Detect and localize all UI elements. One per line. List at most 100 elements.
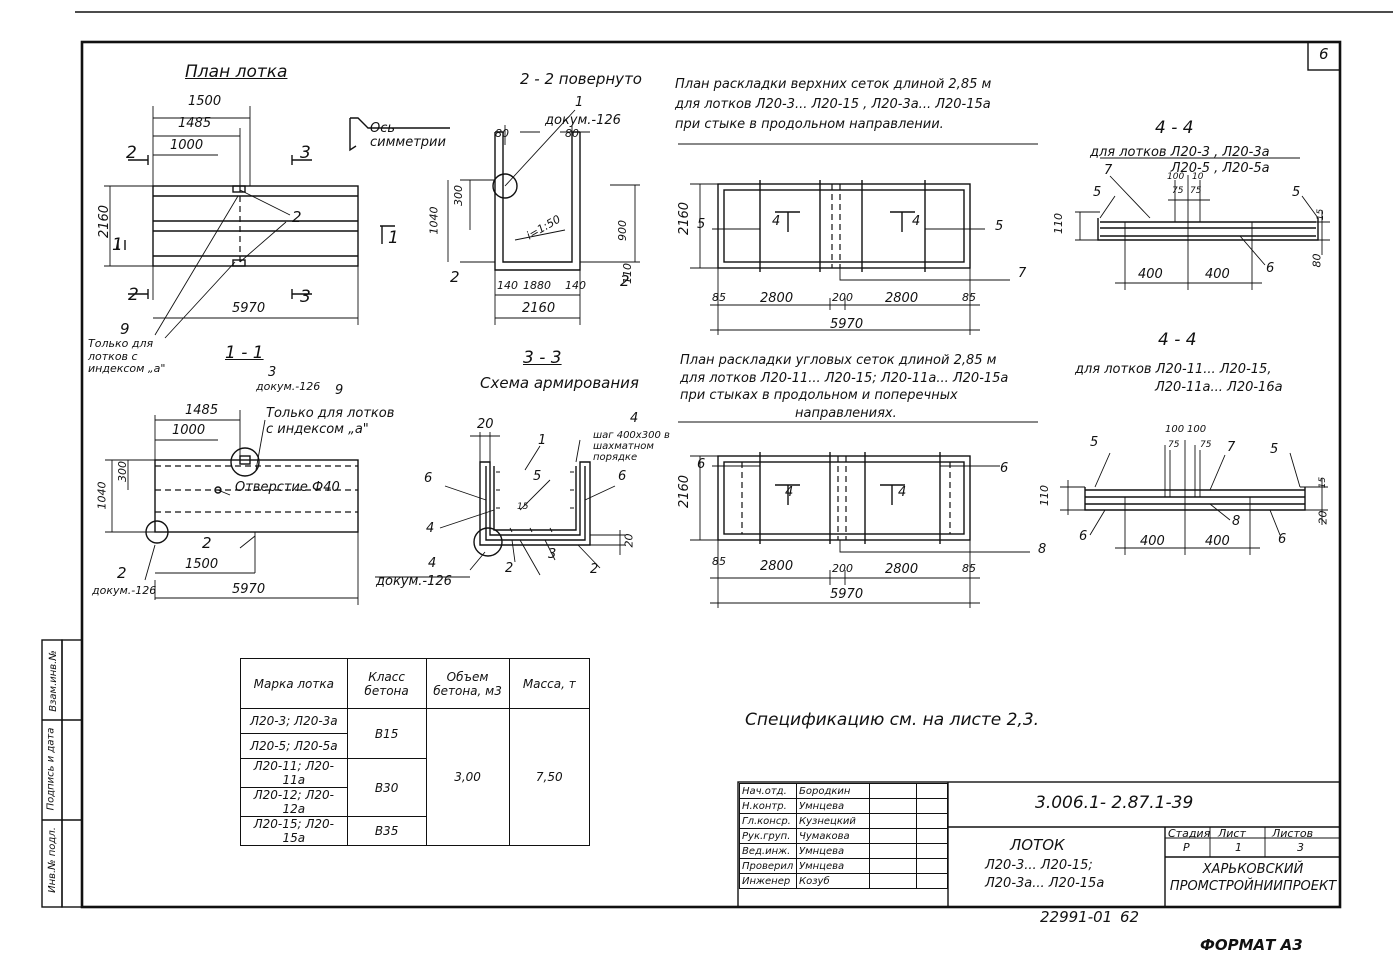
plan-dim-5970: 5970: [232, 301, 266, 316]
upper-mesh-dim-200: 200: [832, 291, 853, 304]
role-2-name: Умнцева: [796, 798, 870, 814]
spec-row-2-mark: Л20-5; Л20-5а: [240, 733, 348, 759]
sheet-value: 1: [1235, 841, 1242, 854]
spec-header-class: Класс бетона: [346, 658, 427, 709]
sheets-header: Листов: [1272, 827, 1314, 840]
role-5-title: Вед.инж.: [739, 843, 797, 859]
upper-mesh-dim-85a: 85: [712, 291, 726, 304]
product-name: ЛОТОК: [1010, 836, 1065, 854]
section-4-4-lower-title: 4 - 4: [1158, 330, 1197, 350]
section-4-4-upper-dim-75a: 75: [1172, 186, 1184, 196]
section-4-4-lower-item-8: 8: [1232, 514, 1241, 529]
section-4-4-upper-dim-400a: 400: [1138, 267, 1163, 282]
spec-header-volume: Объем бетона, м3: [425, 658, 510, 709]
section-3-3-item-3: 3: [548, 547, 557, 562]
spec-row-5-mark: Л20-15; Л20-15а: [240, 816, 348, 846]
section-2-2-dim-140a: 140: [497, 279, 518, 292]
corner-mesh-dim-2800b: 2800: [885, 562, 919, 577]
upper-mesh-plan: [678, 143, 1038, 335]
upper-mesh-title-line-3: при стыке в продольном направлении.: [675, 117, 944, 133]
section-3-3-note: шаг 400х300 в шахматном порядке: [593, 430, 670, 463]
plan-section-1-right: 1: [388, 228, 399, 248]
spec-header-mark: Марка лотка: [240, 658, 348, 709]
section-3-3-doc: докум.-126: [376, 574, 452, 589]
corner-mesh-section-4b: 4: [898, 485, 907, 500]
side-stamp-col-b: [61, 639, 83, 908]
spec-mass: 7,50: [508, 708, 591, 846]
spec-row-3-class: В30: [346, 758, 427, 817]
upper-mesh-dim-85b: 85: [962, 291, 976, 304]
upper-mesh-title: План раскладки верхних сеток длиной 2,85…: [675, 75, 991, 135]
section-4-4-upper-item-5b: 5: [1292, 185, 1301, 200]
plan-section-2-bottom: 2: [128, 285, 139, 305]
section-1-1-item-9: 9: [335, 383, 344, 398]
title-block-lines: [737, 781, 1341, 908]
section-1-1-dim-1000: 1000: [172, 423, 206, 438]
section-3-3-item-6b: 6: [618, 469, 627, 484]
plan-axis-label: Ось симметрии: [370, 121, 446, 151]
corner-mesh-title-line-3: при стыках в продольном и поперечных: [680, 388, 958, 404]
plan-section-3-top: 3: [300, 143, 311, 163]
inventory-page: 62: [1120, 908, 1140, 926]
corner-mesh-title-line-2: для лотков Л20-11... Л20-15; Л20-11а... …: [680, 370, 1009, 386]
section-1-1-note-line-1: Только для лотков: [266, 406, 395, 421]
signatures-table: Нач.отд.Бородкин Н.контр.Умнцева Гл.конс…: [739, 783, 948, 889]
section-4-4-upper-dim-100: 100: [1167, 172, 1185, 182]
role-1-name: Бородкин: [796, 783, 870, 799]
section-2-2-dim-900: 900: [616, 220, 629, 241]
upper-mesh-item-5b: 5: [995, 219, 1004, 234]
section-4-4-upper-dim-110: 110: [1052, 213, 1065, 234]
sheets-value: 3: [1297, 841, 1304, 854]
section-4-4-upper-dim-75b: 75: [1190, 186, 1202, 196]
role-7-title: Инженер: [739, 873, 797, 889]
section-3-3-item-4c: 4: [428, 556, 437, 571]
plan-note-line-1: Только для: [88, 337, 154, 350]
section-4-4-upper-dim-15: 15: [1316, 208, 1327, 221]
plan-dim-2160: 2160: [97, 204, 113, 239]
inventory-number: 22991-01: [1040, 908, 1113, 926]
corner-mesh-item-6b: 6: [1000, 461, 1009, 476]
section-3-3-item-5: 5: [533, 469, 542, 484]
document-code: 3.006.1- 2.87.1-39: [1035, 793, 1194, 813]
plan-section-2-top: 2: [126, 143, 137, 163]
section-2-2-dim-80b: 80: [565, 127, 579, 140]
section-1-1-dim-1485: 1485: [185, 403, 219, 418]
plan-title: План лотка: [185, 62, 288, 82]
section-2-2-title: 2 - 2 повернуто: [520, 70, 642, 88]
spec-row-4-mark: Л20-12; Л20-12а: [240, 787, 348, 817]
section-3-3-subtitle: Схема армирования: [480, 374, 639, 392]
corner-mesh-dim-85b: 85: [962, 562, 976, 575]
section-2-2-dim-1040: 1040: [427, 206, 441, 235]
section-4-4-upper-item-6: 6: [1266, 261, 1275, 276]
corner-mesh-title: План раскладки угловых сеток длиной 2,85…: [680, 352, 1008, 422]
plan-note: Только для лотков с индексом „а": [88, 337, 165, 376]
section-1-1-dim-5970: 5970: [232, 582, 266, 597]
section-4-4-lower-item-6b: 6: [1278, 532, 1287, 547]
role-2-title: Н.контр.: [739, 798, 797, 814]
section-1-1-doc-2: докум.-126: [92, 584, 157, 597]
plan-item-9: 9: [120, 320, 130, 338]
organization-line-1: ХАРЬКОВСКИЙ: [1202, 862, 1304, 877]
plan-section-1-left: 1: [112, 235, 123, 255]
sheet-header: Лист: [1218, 827, 1246, 840]
plan-dim-1485: 1485: [178, 116, 212, 131]
upper-mesh-dim-2800b: 2800: [885, 291, 919, 306]
plan-dim-1000: 1000: [170, 138, 204, 153]
section-2-2-dim-2160: 2160: [522, 301, 556, 316]
section-4-4-lower-subtitle: для лотков Л20-11... Л20-15, Л20-11а... …: [1075, 361, 1283, 397]
product-range-line-2: Л20-3а... Л20-15а: [985, 875, 1105, 891]
corner-mesh-dim-5970: 5970: [830, 587, 864, 602]
role-3-title: Гл.конср.: [739, 813, 797, 829]
section-4-4-upper-subtitle-line-2: Л20-5 , Л20-5а: [1170, 160, 1270, 176]
section-4-4-lower-dim-100a: 100: [1165, 424, 1185, 435]
corner-mesh-title-line-4: направлениях.: [795, 405, 897, 421]
section-1-1-item-2a: 2: [202, 534, 212, 552]
section-1-1-dim-1040: 1040: [95, 481, 109, 510]
section-4-4-lower-dim-15: 15: [1318, 476, 1329, 489]
section-2-2-doc: докум.-126: [545, 113, 621, 128]
spec-table: Марка лотка Класс бетона Объем бетона, м…: [240, 658, 591, 846]
section-4-4-lower-item-7: 7: [1227, 440, 1236, 455]
section-3-3: [375, 432, 625, 578]
role-6-title: Проверил: [739, 858, 797, 874]
section-3-3-item-6a: 6: [424, 471, 433, 486]
